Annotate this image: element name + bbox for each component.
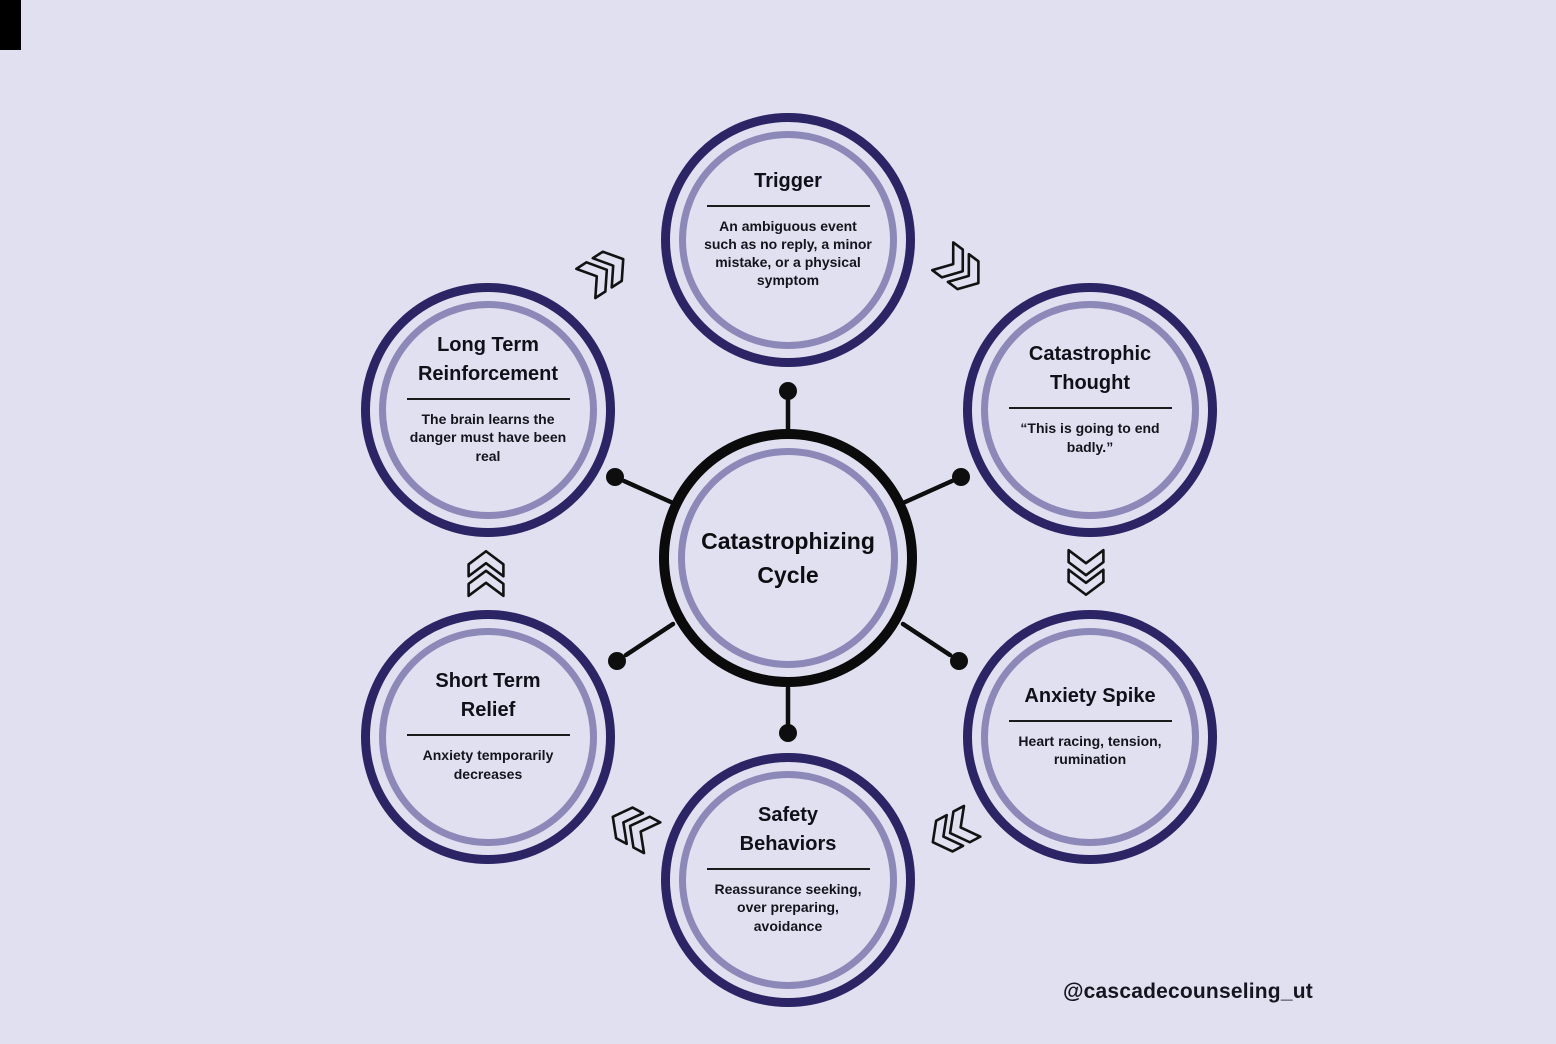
connector-dot-bottom-left bbox=[608, 652, 626, 670]
connector-dot-bottom bbox=[779, 724, 797, 742]
chevron-arrow-bottom-left-icon bbox=[601, 798, 664, 857]
node-inner-ring bbox=[679, 771, 897, 989]
node-safety-behaviors: Safety Behaviors Reassurance seeking, ov… bbox=[661, 753, 915, 1007]
title-divider bbox=[1008, 719, 1172, 722]
node-description: An ambiguous event such as no reply, a m… bbox=[704, 217, 872, 289]
center-title: Catastrophizing Cycle bbox=[701, 527, 875, 588]
connector-top-right bbox=[900, 478, 955, 506]
node-title: Safety Behaviors bbox=[739, 804, 837, 856]
title-divider bbox=[1008, 407, 1172, 410]
node-description: Reassurance seeking, over preparing, avo… bbox=[714, 881, 862, 934]
node-title: Long Term Reinforcement bbox=[417, 334, 559, 386]
node-anxiety-spike: Anxiety Spike Heart racing, tension, rum… bbox=[963, 610, 1217, 864]
node-long-term-reinforcement: Long Term Reinforcement The brain learns… bbox=[361, 283, 615, 537]
node-inner-ring bbox=[981, 301, 1199, 519]
title-divider bbox=[706, 204, 870, 207]
node-title: Catastrophic Thought bbox=[1028, 343, 1152, 395]
node-short-term-relief: Short Term Relief Anxiety temporarily de… bbox=[361, 610, 615, 864]
node-description: The brain learns the danger must have be… bbox=[409, 411, 567, 464]
node-catastrophic-thought: Catastrophic Thought “This is going to e… bbox=[963, 283, 1217, 537]
node-inner-ring bbox=[981, 628, 1199, 846]
chevron-arrow-bottom-right-icon bbox=[921, 803, 984, 862]
connector-top-left bbox=[621, 478, 676, 506]
connector-dot-bottom-right bbox=[950, 652, 968, 670]
title-divider bbox=[406, 398, 570, 401]
chevron-arrow-left-icon bbox=[466, 548, 506, 598]
connector-dot-top-left bbox=[606, 468, 624, 486]
node-center-catastrophizing-cycle: Catastrophizing Cycle bbox=[659, 429, 917, 687]
title-divider bbox=[406, 734, 570, 737]
node-inner-ring bbox=[379, 301, 597, 519]
chevron-arrow-top-right-icon bbox=[929, 239, 993, 301]
chevron-arrow-right-icon bbox=[1066, 548, 1106, 598]
watermark-handle: @cascadecounseling_ut bbox=[1063, 980, 1313, 1003]
center-inner-ring bbox=[678, 448, 898, 668]
chevron-arrow-top-left-icon bbox=[573, 241, 637, 302]
node-description: Heart racing, tension, rumination bbox=[1018, 732, 1162, 767]
node-description: Anxiety temporarily decreases bbox=[422, 747, 554, 782]
corner-artifact bbox=[0, 0, 21, 50]
node-trigger: Trigger An ambiguous event such as no re… bbox=[661, 113, 915, 367]
connector-dot-top-right bbox=[952, 468, 970, 486]
connector-dot-top bbox=[779, 382, 797, 400]
title-divider bbox=[706, 868, 870, 871]
node-title: Short Term Relief bbox=[435, 670, 541, 722]
node-description: “This is going to end badly.” bbox=[1020, 420, 1160, 455]
node-inner-ring bbox=[679, 131, 897, 349]
node-title: Anxiety Spike bbox=[1024, 684, 1156, 707]
connector-bottom-right bbox=[900, 621, 953, 658]
node-inner-ring bbox=[379, 628, 597, 846]
node-title: Trigger bbox=[754, 169, 822, 192]
connector-bottom-left bbox=[623, 621, 676, 658]
